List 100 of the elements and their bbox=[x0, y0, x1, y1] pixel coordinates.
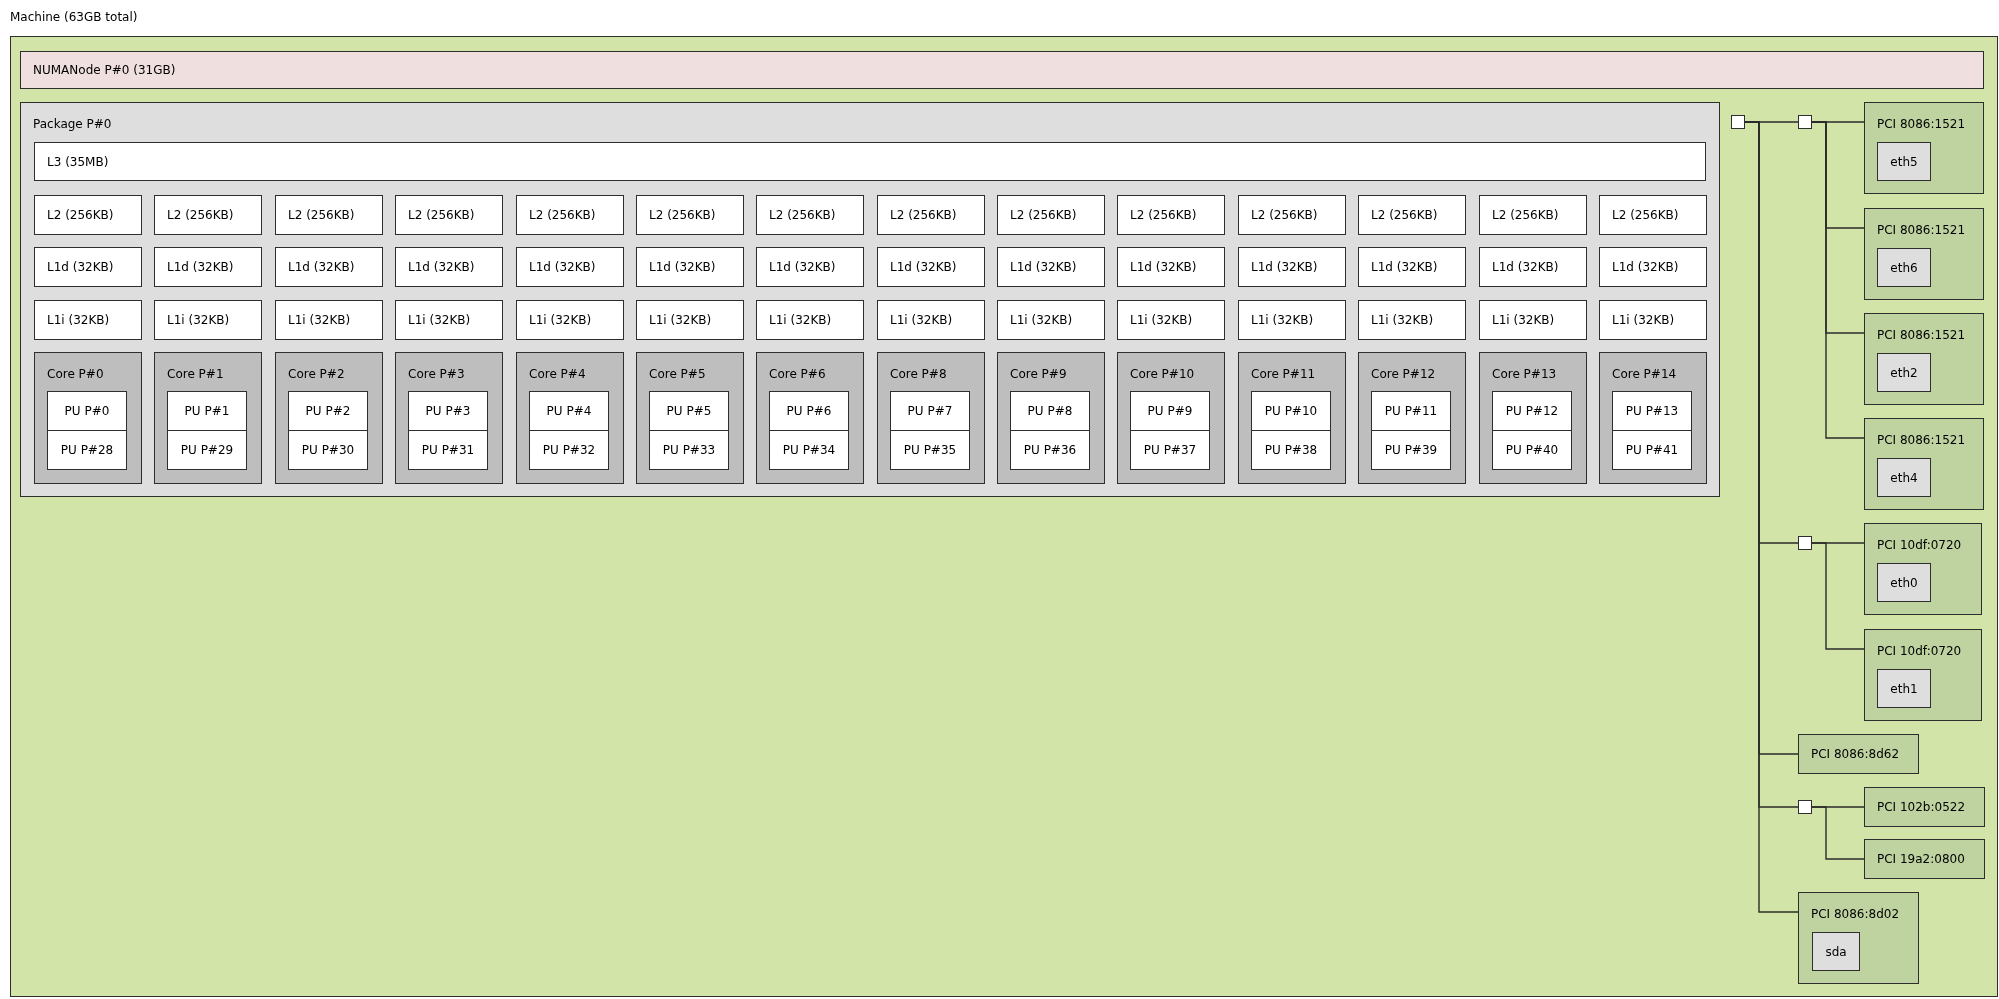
cache-box: L1i (32KB) bbox=[1358, 300, 1466, 340]
cache-box: L2 (256KB) bbox=[877, 195, 985, 235]
cache-box: L1d (32KB) bbox=[636, 247, 744, 287]
pu-box: PU P#36 bbox=[1010, 430, 1090, 470]
cache-box: L1d (32KB) bbox=[395, 247, 503, 287]
pu-box: PU P#4 bbox=[529, 391, 609, 431]
pci-device-label: PCI 10df:0720 bbox=[1877, 537, 1962, 554]
cache-box: L2 (256KB) bbox=[34, 195, 142, 235]
pu-box: PU P#11 bbox=[1371, 391, 1451, 431]
cache-box: L1d (32KB) bbox=[1238, 247, 1346, 287]
cache-box: L1d (32KB) bbox=[997, 247, 1105, 287]
cache-box: L1d (32KB) bbox=[154, 247, 262, 287]
core-panel bbox=[1599, 352, 1707, 484]
pci-device-label: PCI 8086:1521 bbox=[1877, 432, 1966, 449]
pci-device-box: PCI 8086:8d62 bbox=[1798, 734, 1919, 774]
cache-box: L1i (32KB) bbox=[877, 300, 985, 340]
core-panel bbox=[34, 352, 142, 484]
connector-line bbox=[1811, 542, 1865, 650]
pu-box: PU P#7 bbox=[890, 391, 970, 431]
pci-device-label: PCI 8086:1521 bbox=[1877, 222, 1966, 239]
core-label: Core P#10 bbox=[1130, 366, 1195, 383]
pu-box: PU P#32 bbox=[529, 430, 609, 470]
pu-box: PU P#12 bbox=[1492, 391, 1572, 431]
pci-device-panel bbox=[1864, 313, 1984, 405]
pu-box: PU P#9 bbox=[1130, 391, 1210, 431]
cache-box: L1d (32KB) bbox=[756, 247, 864, 287]
pci-device-label: PCI 8086:1521 bbox=[1877, 116, 1966, 133]
core-panel bbox=[1358, 352, 1466, 484]
core-panel bbox=[516, 352, 624, 484]
device-box: eth6 bbox=[1877, 248, 1931, 287]
pu-box: PU P#39 bbox=[1371, 430, 1451, 470]
core-label: Core P#6 bbox=[769, 366, 826, 383]
pu-box: PU P#37 bbox=[1130, 430, 1210, 470]
pci-device-panel bbox=[1864, 208, 1984, 300]
core-label: Core P#8 bbox=[890, 366, 947, 383]
cache-box: L1i (32KB) bbox=[1479, 300, 1587, 340]
device-box: eth2 bbox=[1877, 353, 1931, 392]
device-box: eth1 bbox=[1877, 669, 1931, 708]
cache-box: L1d (32KB) bbox=[275, 247, 383, 287]
cache-box: L1d (32KB) bbox=[1599, 247, 1707, 287]
cache-box: L1d (32KB) bbox=[1358, 247, 1466, 287]
core-label: Core P#4 bbox=[529, 366, 586, 383]
square-icon bbox=[1798, 536, 1812, 550]
device-box: eth4 bbox=[1877, 458, 1931, 497]
cache-box: L2 (256KB) bbox=[997, 195, 1105, 235]
machine-label: Machine (63GB total) bbox=[10, 9, 138, 26]
core-label: Core P#0 bbox=[47, 366, 104, 383]
pci-device-box: PCI 19a2:0800 bbox=[1864, 839, 1985, 879]
pci-device-label: PCI 8086:1521 bbox=[1877, 327, 1966, 344]
cache-box: L2 (256KB) bbox=[516, 195, 624, 235]
pci-device-panel bbox=[1864, 523, 1982, 615]
core-panel bbox=[154, 352, 262, 484]
cache-box: L2 (256KB) bbox=[275, 195, 383, 235]
cache-box: L1i (32KB) bbox=[516, 300, 624, 340]
pci-device-panel bbox=[1864, 629, 1982, 721]
core-panel bbox=[1479, 352, 1587, 484]
core-label: Core P#13 bbox=[1492, 366, 1557, 383]
pu-box: PU P#30 bbox=[288, 430, 368, 470]
package-label: Package P#0 bbox=[33, 116, 112, 133]
cache-box: L2 (256KB) bbox=[1117, 195, 1225, 235]
core-panel bbox=[1117, 352, 1225, 484]
pu-box: PU P#40 bbox=[1492, 430, 1572, 470]
core-label: Core P#2 bbox=[288, 366, 345, 383]
square-icon bbox=[1798, 115, 1812, 129]
core-panel bbox=[1238, 352, 1346, 484]
pu-box: PU P#0 bbox=[47, 391, 127, 431]
cache-box: L1i (32KB) bbox=[154, 300, 262, 340]
pu-box: PU P#31 bbox=[408, 430, 488, 470]
cache-box: L1i (32KB) bbox=[756, 300, 864, 340]
pu-box: PU P#29 bbox=[167, 430, 247, 470]
pci-device-panel bbox=[1798, 892, 1919, 984]
core-panel bbox=[877, 352, 985, 484]
pu-box: PU P#1 bbox=[167, 391, 247, 431]
pci-device-panel bbox=[1864, 102, 1984, 194]
core-panel bbox=[997, 352, 1105, 484]
core-label: Core P#1 bbox=[167, 366, 224, 383]
pu-box: PU P#34 bbox=[769, 430, 849, 470]
cache-box: L1d (32KB) bbox=[516, 247, 624, 287]
square-icon bbox=[1798, 800, 1812, 814]
pu-box: PU P#35 bbox=[890, 430, 970, 470]
core-panel bbox=[636, 352, 744, 484]
numa-node-bar: NUMANode P#0 (31GB) bbox=[20, 51, 1984, 89]
pci-device-panel bbox=[1864, 418, 1984, 510]
core-panel bbox=[395, 352, 503, 484]
pci-device-label: PCI 10df:0720 bbox=[1877, 643, 1962, 660]
core-panel bbox=[756, 352, 864, 484]
cache-box: L2 (256KB) bbox=[1599, 195, 1707, 235]
cache-box: L3 (35MB) bbox=[34, 142, 1706, 181]
cache-box: L2 (256KB) bbox=[756, 195, 864, 235]
core-label: Core P#5 bbox=[649, 366, 706, 383]
pu-box: PU P#5 bbox=[649, 391, 729, 431]
device-box: eth5 bbox=[1877, 142, 1931, 181]
pu-box: PU P#3 bbox=[408, 391, 488, 431]
pu-box: PU P#33 bbox=[649, 430, 729, 470]
pu-box: PU P#38 bbox=[1251, 430, 1331, 470]
pu-box: PU P#8 bbox=[1010, 391, 1090, 431]
cache-box: L1i (32KB) bbox=[997, 300, 1105, 340]
cache-box: L1i (32KB) bbox=[34, 300, 142, 340]
cache-box: L2 (256KB) bbox=[154, 195, 262, 235]
cache-box: L1d (32KB) bbox=[34, 247, 142, 287]
